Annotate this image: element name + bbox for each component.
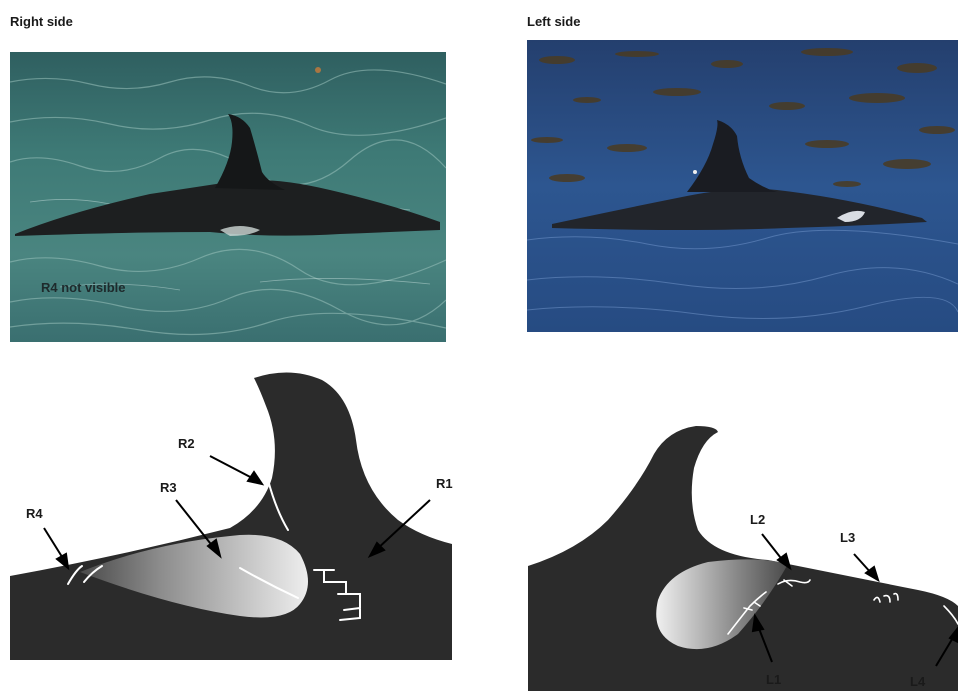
right-side-title: Right side [10,14,73,29]
left-side-photo [527,40,958,332]
label-l3: L3 [840,530,855,545]
left-whale-body [528,426,958,691]
label-l4: L4 [910,674,926,689]
right-side-photo: R4 not visible [10,52,446,342]
label-r3: R3 [160,480,177,495]
left-side-schematic: L2 L1 L3 L4 [488,410,958,691]
label-l2: L2 [750,512,765,527]
label-r4: R4 [26,506,43,521]
label-r2: R2 [178,436,195,451]
left-side-title: Left side [527,14,580,29]
right-whale-body [10,372,452,660]
right-side-schematic: R2 R3 R1 R4 [0,360,470,660]
r4-not-visible-note: R4 not visible [41,280,126,295]
label-r1: R1 [436,476,453,491]
label-l1: L1 [766,672,781,687]
